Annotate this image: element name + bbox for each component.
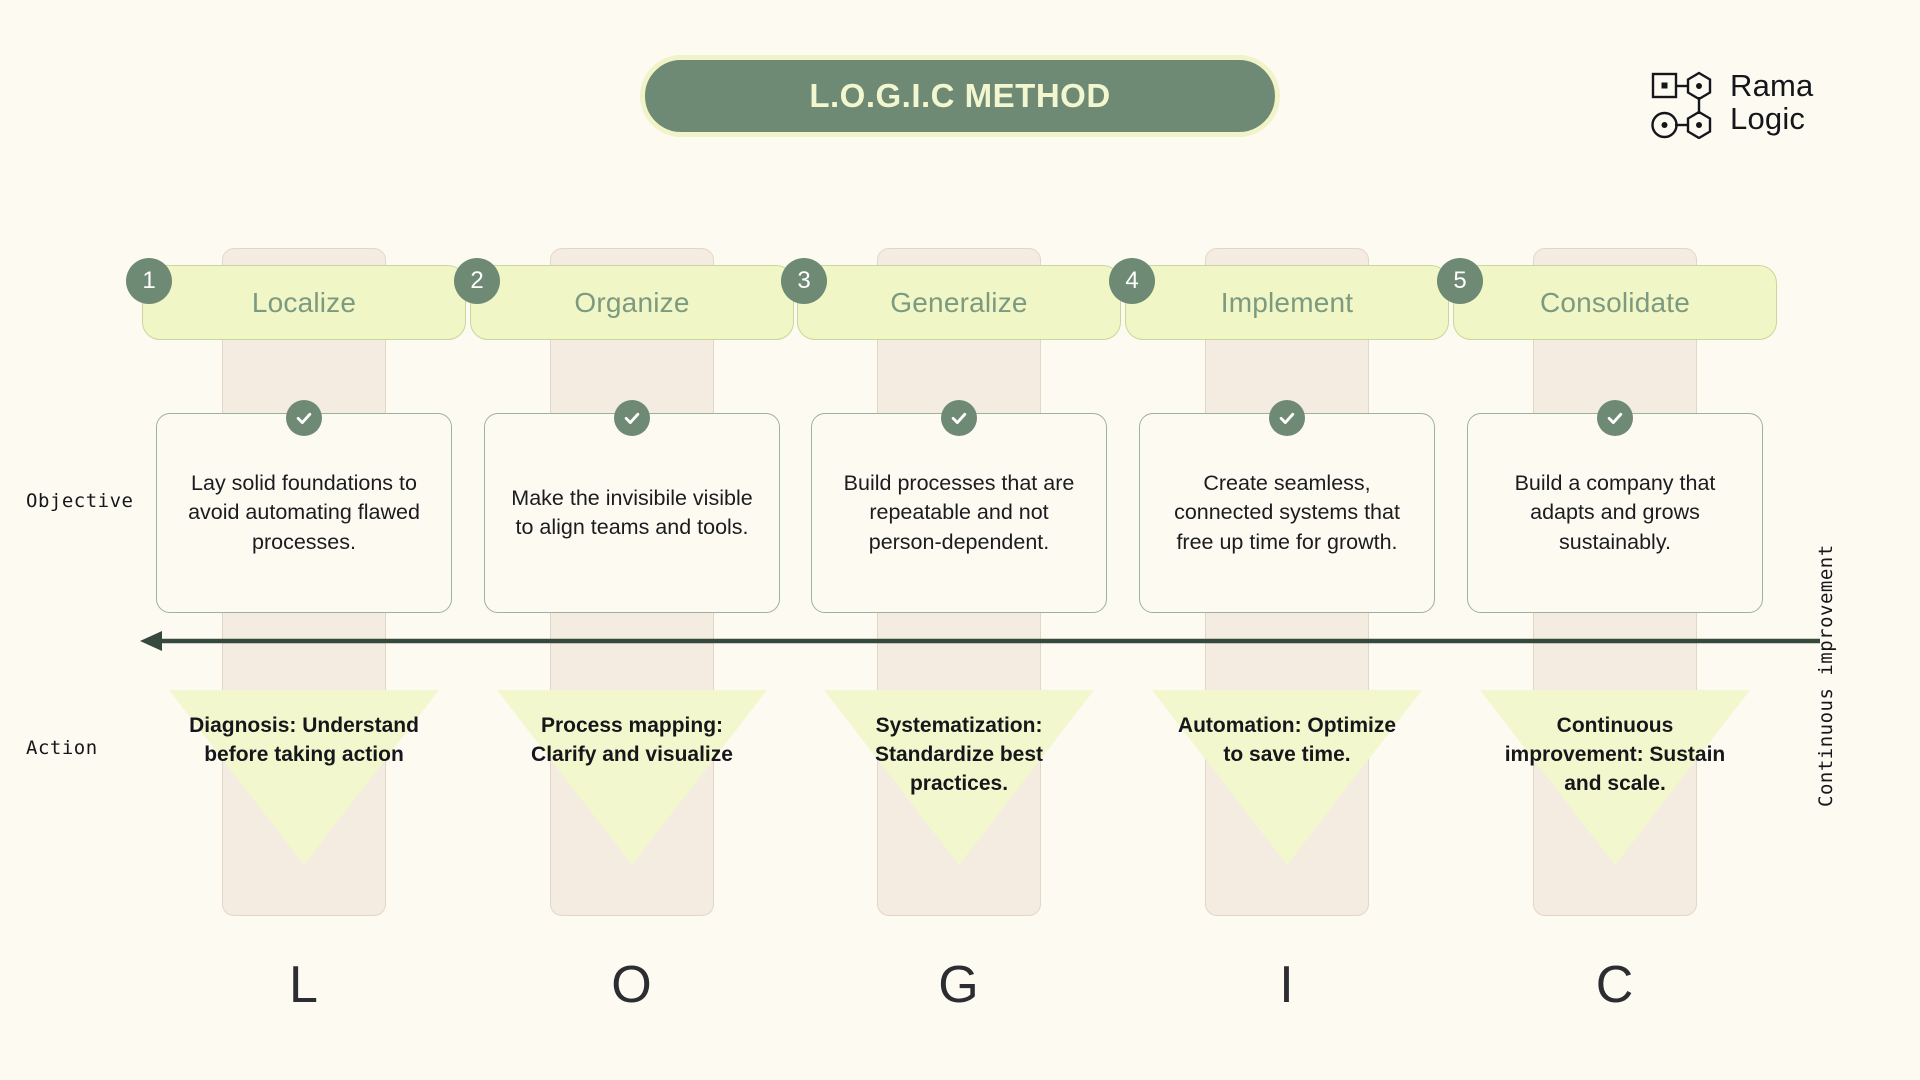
stage-pill[interactable]: Organize: [470, 265, 794, 340]
stage-pill[interactable]: Implement: [1125, 265, 1449, 340]
brand-name: Rama Logic: [1730, 68, 1814, 136]
stage-number: 2: [470, 267, 484, 294]
brand-line-2: Logic: [1730, 101, 1806, 136]
objective-card[interactable]: Build processes that are repeatable and …: [811, 413, 1107, 613]
stage-number-badge: 5: [1437, 258, 1483, 304]
stage-number: 1: [142, 267, 156, 294]
stage-pill-label: Localize: [251, 286, 357, 318]
action-text: Systematization: Standardize best practi…: [874, 714, 1044, 795]
action-text: Automation: Optimize to save time.: [1177, 714, 1397, 766]
objective-text: Create seamless, connected systems that …: [1174, 471, 1400, 554]
objective-card[interactable]: Build a company that adapts and grows su…: [1467, 413, 1763, 613]
action-triangle: [169, 690, 439, 865]
stage-pill[interactable]: Consolidate: [1453, 265, 1777, 340]
action-triangle: [1152, 690, 1422, 865]
stage-pill[interactable]: Generalize: [797, 265, 1121, 340]
stage-pill-label: Consolidate: [1539, 286, 1691, 318]
row-label-objective: Objective: [26, 490, 134, 512]
stage-pill-label: Implement: [1220, 286, 1354, 318]
check-circle-icon: [1269, 400, 1305, 436]
objective-text: Build a company that adapts and grows su…: [1514, 471, 1716, 554]
objective-text: Build processes that are repeatable and …: [843, 471, 1075, 554]
stage-number-badge: 1: [126, 258, 172, 304]
action-triangle: [1480, 690, 1750, 865]
node-graph-icon: [1651, 71, 1712, 139]
check-circle-icon: [614, 400, 650, 436]
objective-card[interactable]: Create seamless, connected systems that …: [1139, 413, 1435, 613]
check-circle-icon: [941, 400, 977, 436]
action-triangle: [497, 690, 767, 865]
row-label-action: Action: [26, 737, 98, 759]
stage-number: 4: [1125, 267, 1139, 294]
action-triangle: [824, 690, 1094, 865]
acronym-letter: O: [611, 956, 653, 1014]
objective-text: Make the invisibile visible to align tea…: [511, 485, 753, 539]
action-text: Continuous improvement: Sustain and scal…: [1504, 714, 1726, 795]
brand-line-1: Rama: [1730, 68, 1814, 104]
action-text: Process mapping: Clarify and visualize: [531, 714, 733, 766]
stage-pill[interactable]: Localize: [142, 265, 466, 340]
acronym-letter: I: [1279, 956, 1295, 1014]
check-circle-icon: [286, 400, 322, 436]
brand-logo: Rama Logic: [1648, 58, 1908, 148]
objective-text: Lay solid foundations to avoid automatin…: [188, 471, 420, 554]
objective-card[interactable]: Lay solid foundations to avoid automatin…: [156, 413, 452, 613]
process-flow-arrow: [140, 631, 1820, 651]
stage-number: 3: [797, 267, 811, 294]
action-text: Diagnosis: Understand before taking acti…: [189, 714, 419, 766]
page-title-text: L.O.G.I.C METHOD: [809, 77, 1111, 114]
stage-number-badge: 4: [1109, 258, 1155, 304]
acronym-letter: G: [938, 956, 980, 1014]
stage-number-badge: 2: [454, 258, 500, 304]
acronym-letter: L: [289, 956, 319, 1014]
stage-number: 5: [1453, 267, 1467, 294]
stage-number-badge: 3: [781, 258, 827, 304]
stage-pill-label: Generalize: [890, 286, 1028, 318]
stage-pill-label: Organize: [574, 286, 690, 318]
acronym-letter: C: [1595, 956, 1635, 1014]
objective-card[interactable]: Make the invisibile visible to align tea…: [484, 413, 780, 613]
page-title: L.O.G.I.C METHOD: [640, 55, 1280, 137]
check-circle-icon: [1597, 400, 1633, 436]
